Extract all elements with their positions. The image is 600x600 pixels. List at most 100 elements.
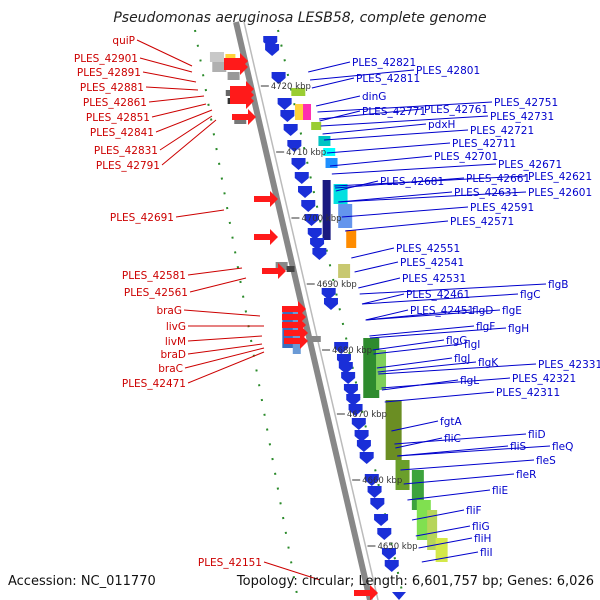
right-gene-label: PLES_42681 <box>380 176 444 188</box>
right-gene-label: PLES_42621 <box>528 171 592 183</box>
gene-block-3 <box>227 72 240 80</box>
right-gene-label: flgD <box>472 305 493 317</box>
red-gene-arrow-14 <box>354 585 378 600</box>
right-gene-label: fliH <box>474 533 491 545</box>
blue-gene-arrow-5 <box>283 124 298 136</box>
blue-gene-arrow-22 <box>346 394 361 406</box>
left-gene-label: PLES_42471 <box>122 378 186 390</box>
red-gene-arrow-5 <box>232 109 256 125</box>
right-gene-label: flgK <box>478 357 499 369</box>
red-gene-arrow-4 <box>230 93 254 109</box>
left-gene-label: PLES_42151 <box>198 557 262 569</box>
right-gene-label: flgJ <box>454 353 470 365</box>
right-gene-label: flgB <box>548 279 568 291</box>
blue-gene-arrow-30 <box>370 498 385 510</box>
right-gene-label: PLES_42571 <box>450 216 514 228</box>
gene-block-30 <box>427 510 438 550</box>
gene-block-27 <box>395 460 410 490</box>
right-gene-label: fliI <box>480 547 493 559</box>
left-gene-label: PLES_42901 <box>74 53 138 65</box>
gene-block-11 <box>318 136 331 146</box>
gene-block-23 <box>308 336 321 342</box>
left-gene-label: braD <box>160 349 186 361</box>
gene-block-20 <box>338 264 351 278</box>
left-gene-label: PLES_42881 <box>80 82 144 94</box>
blue-gene-arrow-21 <box>343 384 358 396</box>
gene-block-1 <box>212 62 227 72</box>
gene-block-7 <box>291 88 306 96</box>
blue-gene-arrow-28 <box>364 474 379 486</box>
scale-label: 4650 kbp <box>377 542 417 552</box>
right-gene-label: PLES_42701 <box>434 151 498 163</box>
right-gene-label: dinG <box>362 91 386 103</box>
left-gene-label: braG <box>156 305 182 317</box>
right-gene-label: PLES_42721 <box>470 125 534 137</box>
scale-label: 4700 kbp <box>301 214 341 224</box>
right-gene-label: fliG <box>472 521 490 533</box>
left-gene-label: braC <box>158 363 183 375</box>
red-gene-arrow-1 <box>224 59 248 75</box>
right-gene-label: PLES_42771 <box>362 106 426 118</box>
right-gene-label: pdxH <box>428 119 455 131</box>
blue-gene-arrow-15 <box>321 288 336 300</box>
right-gene-label: PLES_42761 <box>424 104 488 116</box>
scale-label: 4690 kbp <box>317 280 357 290</box>
right-gene-label: flgL <box>460 375 479 387</box>
blue-gene-arrow-17 <box>334 342 349 354</box>
blue-gene-arrow-26 <box>356 440 371 452</box>
gene-block-10 <box>311 122 322 130</box>
red-gene-arrow-7 <box>254 229 278 245</box>
left-gene-label: quiP <box>112 35 135 47</box>
right-gene-label: PLES_42821 <box>352 57 416 69</box>
right-gene-label: fleS <box>536 455 556 467</box>
gene-block-16 <box>338 204 353 228</box>
left-gene-label: PLES_42841 <box>90 127 154 139</box>
left-gene-label: PLES_42581 <box>122 270 186 282</box>
blue-gene-arrow-34 <box>384 560 399 572</box>
right-gene-label: flgI <box>464 339 480 351</box>
blue-gene-arrow-bottom <box>392 592 406 600</box>
right-gene-label: PLES_42331 <box>538 359 600 371</box>
blue-gene-arrow-1 <box>265 44 280 56</box>
blue-gene-arrow-19 <box>338 362 353 374</box>
blue-gene-arrow-11 <box>304 214 319 226</box>
left-gene-label: PLES_42691 <box>110 212 174 224</box>
right-gene-label: PLES_42461 <box>406 289 470 301</box>
left-gene-label: PLES_42851 <box>86 112 150 124</box>
right-gene-label: PLES_42631 <box>454 187 518 199</box>
right-gene-label: PLES_42551 <box>396 243 460 255</box>
right-gene-label: PLES_42311 <box>496 387 560 399</box>
blue-gene-arrow-32 <box>377 528 392 540</box>
right-gene-label: flgC <box>520 289 541 301</box>
left-gene-label: livM <box>165 336 186 348</box>
gene-block-26 <box>385 400 402 460</box>
right-gene-label: PLES_42541 <box>400 257 464 269</box>
left-gene-label: PLES_42861 <box>83 97 147 109</box>
blue-gene-arrow-14 <box>312 248 327 260</box>
right-gene-label: PLES_42731 <box>490 111 554 123</box>
right-gene-label: flgG <box>446 335 467 347</box>
right-gene-label: PLES_42801 <box>416 65 480 77</box>
left-gene-label: PLES_42891 <box>77 67 141 79</box>
red-gene-arrow-6 <box>254 191 278 207</box>
red-gene-arrow-8 <box>262 263 286 279</box>
blue-gene-arrow-27 <box>359 452 374 464</box>
blue-gene-arrow-8 <box>294 172 309 184</box>
scale-label: 4670 kbp <box>347 410 387 420</box>
topology-summary: Topology: circular; Length: 6,601,757 bp… <box>236 574 594 589</box>
blue-gene-arrow-7 <box>291 158 306 170</box>
right-gene-label: PLES_42671 <box>498 159 562 171</box>
left-gene-label: livG <box>166 321 186 333</box>
right-gene-label: PLES_42591 <box>470 202 534 214</box>
gene-block-13 <box>325 158 338 168</box>
scale-label: 4720 kbp <box>271 82 311 92</box>
blue-gene-arrow-24 <box>351 418 366 430</box>
left-gene-label: PLES_42561 <box>124 287 188 299</box>
right-gene-label: flgH <box>508 323 529 335</box>
gene-block-8 <box>303 104 312 120</box>
blue-gene-arrow-12 <box>307 228 322 240</box>
scale-label: 4710 kbp <box>286 148 326 158</box>
blue-gene-arrow-31 <box>374 514 389 526</box>
right-gene-label: PLES_42811 <box>356 73 420 85</box>
gene-block-0 <box>209 52 224 62</box>
